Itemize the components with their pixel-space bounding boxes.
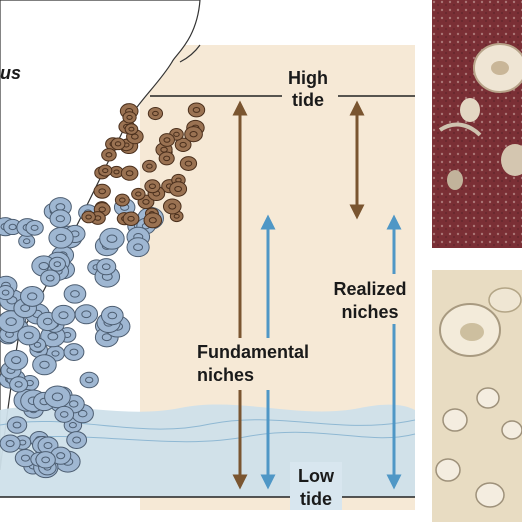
barnacle <box>184 126 203 143</box>
barnacle <box>96 258 117 276</box>
barnacle <box>0 285 15 301</box>
low-tide-label-line2: tide <box>300 489 332 509</box>
high-tide-label-bg <box>282 64 338 112</box>
barnacle <box>122 111 137 124</box>
fundamental-niches-label-line1: Fundamental <box>197 342 309 362</box>
barnacle <box>49 209 72 228</box>
barnacle <box>126 237 150 258</box>
barnacle <box>79 371 99 389</box>
barnacle <box>100 305 124 326</box>
barnacle <box>35 451 56 469</box>
low-tide-label-bg <box>290 462 342 510</box>
high-tide-label-line1: High <box>288 68 328 88</box>
barnacle <box>48 227 74 249</box>
barnacle <box>32 354 57 376</box>
barnacle <box>142 159 157 173</box>
barnacle <box>48 256 66 272</box>
barnacle <box>0 434 21 453</box>
barnacle <box>144 179 161 194</box>
photo-lower-barnacles <box>432 270 522 522</box>
fundamental-label-bg <box>192 338 324 390</box>
species-name-fragment: us <box>0 63 21 83</box>
barnacle <box>51 304 76 326</box>
barnacle <box>25 219 44 236</box>
barnacle <box>101 148 117 162</box>
barnacle <box>18 233 36 249</box>
barnacle <box>120 165 139 181</box>
barnacle <box>99 227 125 250</box>
barnacle <box>147 106 164 121</box>
barnacle <box>187 102 206 118</box>
barnacle <box>4 349 29 371</box>
barnacle <box>174 137 192 152</box>
barnacle <box>9 376 29 393</box>
realized-niches-label-line1: Realized <box>333 279 406 299</box>
barnacle <box>40 269 61 287</box>
low-tide-label-line1: Low <box>298 466 335 486</box>
barnacle <box>44 385 71 409</box>
barnacle <box>63 343 85 362</box>
upper-barnacle-cluster <box>81 102 206 229</box>
barnacle <box>124 123 139 136</box>
lower-barnacle-cluster <box>0 197 164 479</box>
barnacle <box>0 310 25 334</box>
barnacle <box>131 187 146 201</box>
barnacle <box>122 211 140 226</box>
barnacle <box>20 286 45 307</box>
barnacle <box>110 137 126 151</box>
barnacle <box>179 156 198 171</box>
barnacle <box>158 151 175 166</box>
barnacle <box>93 183 111 199</box>
barnacle <box>66 431 88 449</box>
barnacle <box>114 193 130 207</box>
barnacle <box>159 133 175 147</box>
barnacle <box>63 284 87 304</box>
barnacle <box>98 164 113 177</box>
realized-niches-label-line2: niches <box>341 302 398 322</box>
barnacle <box>6 416 28 434</box>
barnacle <box>169 181 188 197</box>
high-tide-label-line2: tide <box>292 90 324 110</box>
barnacle <box>81 210 96 224</box>
barnacle <box>74 304 99 325</box>
barnacle <box>162 198 182 215</box>
barnacle <box>143 212 163 229</box>
barnacle <box>17 325 41 346</box>
barnacle <box>54 405 75 423</box>
photo-upper-barnacles <box>432 0 522 248</box>
fundamental-niches-label-line2: niches <box>197 365 254 385</box>
realized-label-bg <box>318 274 410 324</box>
rock-outline <box>179 44 201 63</box>
